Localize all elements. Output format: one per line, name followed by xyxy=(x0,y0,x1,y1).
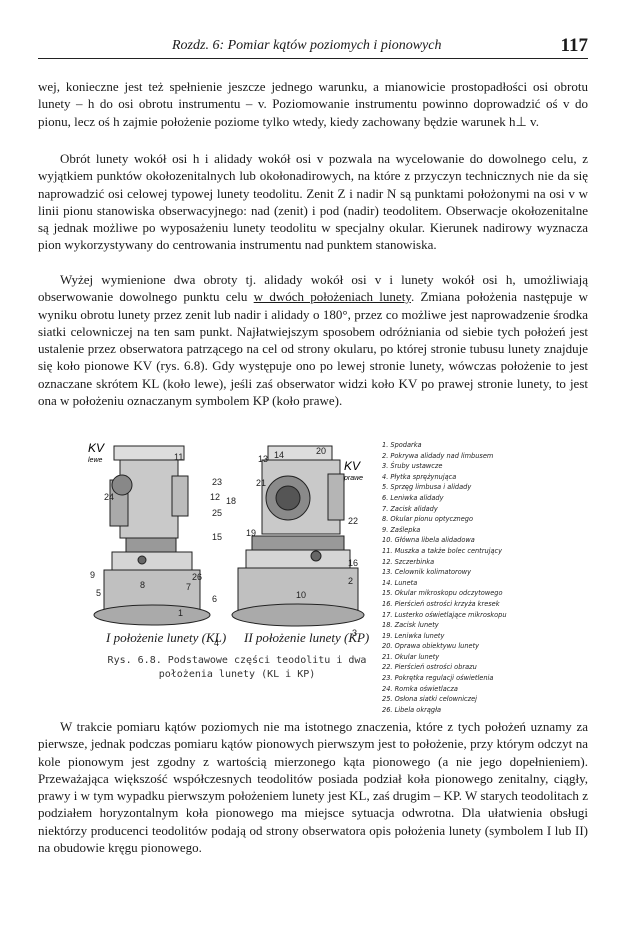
figure-callout-number: 12 xyxy=(210,492,220,502)
figure-callout-number: 3 xyxy=(352,628,357,638)
legend-item: 23. Pokrętka regulacji oświetlenia xyxy=(382,674,494,683)
legend-item: 11. Muszka a także bolec centrujący xyxy=(382,546,503,555)
figure-callout-number: 8 xyxy=(140,580,145,590)
legend-item: 15. Okular mikroskopu odczytowego xyxy=(382,589,503,598)
figure-callout-number: 14 xyxy=(274,450,284,460)
kv-right-tag: KV xyxy=(344,459,361,473)
figure-callout-number: 7 xyxy=(186,582,191,592)
legend-item: 2. Pokrywa alidady nad limbusem xyxy=(382,451,494,460)
legend-item: 22. Pierścień ostrości obrazu xyxy=(382,663,477,672)
caption-left-position: I położenie lunety (KL) xyxy=(106,630,227,645)
chapter-title: Rozdz. 6: Pomiar kątów poziomych i piono… xyxy=(172,38,442,53)
legend-item: 25. Osłona siatki celowniczej xyxy=(382,695,478,704)
theodolite-left-drawing xyxy=(93,445,211,626)
legend-item: 18. Zacisk lunety xyxy=(382,621,439,630)
legend-item: 16. Pierścień ostrości krzyża kresek xyxy=(382,599,500,608)
legend-item: 12. Szczerbinka xyxy=(382,557,435,566)
legend-item: 4. Płytka sprężynująca xyxy=(382,472,457,481)
figure-callout-number: 5 xyxy=(96,588,101,598)
figure-callout-number: 4 xyxy=(214,638,219,648)
theodolite-right-drawing xyxy=(231,445,365,627)
paragraph-1: wej, konieczne jest też spełnienie jeszc… xyxy=(38,79,588,129)
figure-callout-number: 26 xyxy=(192,572,202,582)
kv-left-tag: KV xyxy=(88,441,105,455)
legend-item: 24. Romka oświetlacza xyxy=(382,684,458,693)
legend-item: 14. Luneta xyxy=(382,578,418,587)
running-header: Rozdz. 6: Pomiar kątów poziomych i piono… xyxy=(38,35,588,59)
figure-callout-number: 18 xyxy=(226,496,236,506)
parts-legend: 1. Spodarka 2. Pokrywa alidady nad limbus… xyxy=(382,440,602,715)
legend-item: 19. Leniwka lunety xyxy=(382,631,445,640)
kv-left-sub: lewe xyxy=(88,457,103,464)
figure-callout-number: 15 xyxy=(212,532,222,542)
figure-callout-number: 20 xyxy=(316,446,326,456)
legend-item: 20. Oprawa obiektywu lunety xyxy=(382,642,480,651)
figure-callout-number: 23 xyxy=(212,477,222,487)
figure-caption: Rys. 6.8. Podstawowe części teodolitu i … xyxy=(102,654,372,682)
figure-callout-number: 2 xyxy=(348,576,353,586)
figure-callout-number: 22 xyxy=(348,516,358,526)
figure-callout-number: 11 xyxy=(174,452,183,462)
figure-callout-number: 6 xyxy=(212,594,217,604)
legend-item: 5. Sprzęg limbusa i alidady xyxy=(382,483,472,492)
legend-item: 3. Śruby ustawcze xyxy=(382,462,443,471)
underlined-phrase: w dwóch położeniach lunety xyxy=(253,289,411,305)
caption-right-position: II położenie lunety (KP) xyxy=(244,630,370,645)
legend-item: 7. Zacisk alidady xyxy=(382,504,438,513)
legend-item: 21. Okular lunety xyxy=(382,652,440,661)
paragraph-3-part-b: . Zmiana położenia następuje w wyniku ob… xyxy=(38,289,588,409)
figure-callout-number: 10 xyxy=(296,590,306,600)
legend-item: 1. Spodarka xyxy=(382,441,422,449)
paragraph-2: Obrót lunety wokół osi h i alidady wokół… xyxy=(38,151,588,253)
figure-callout-number: 21 xyxy=(256,478,266,488)
legend-item: 6. Leniwka alidady xyxy=(382,493,444,502)
figure-callout-number: 13 xyxy=(258,454,268,464)
paragraph-3-part-a: Wyżej wymienione dwa obroty tj. alidady … xyxy=(38,272,588,305)
legend-item: 26. Libela okrągła xyxy=(382,705,442,714)
page-number: 117 xyxy=(560,35,588,56)
legend-item: 10. Główna libela alidadowa xyxy=(382,536,475,545)
figure-callout-number: 1 xyxy=(178,608,183,618)
figure-callout-number: 25 xyxy=(212,508,222,518)
figure-callout-number: 9 xyxy=(90,570,95,580)
paragraph-3: Wyżej wymienione dwa obroty tj. alidady … xyxy=(38,271,588,409)
figure-callout-number: 24 xyxy=(104,492,114,502)
figure-caption-line-2: położenia lunety (KL i KP) xyxy=(158,669,316,680)
legend-item: 8. Okular pionu optycznego xyxy=(382,515,474,524)
kv-right-sub: prawe xyxy=(343,475,363,482)
legend-item: 9. Zaślepka xyxy=(382,525,421,534)
header-rule xyxy=(38,58,588,59)
legend-item: 17. Lusterko oświetlające mikroskopu xyxy=(382,610,507,619)
figure-caption-line-1: Rys. 6.8. Podstawowe części teodolitu i … xyxy=(107,655,367,666)
paragraph-4: W trakcie pomiaru kątów poziomych nie ma… xyxy=(38,719,588,856)
figure-callout-number: 19 xyxy=(246,528,256,538)
figure-callout-number: 16 xyxy=(348,558,358,568)
legend-item: 13. Celownik kolimatorowy xyxy=(382,568,472,577)
